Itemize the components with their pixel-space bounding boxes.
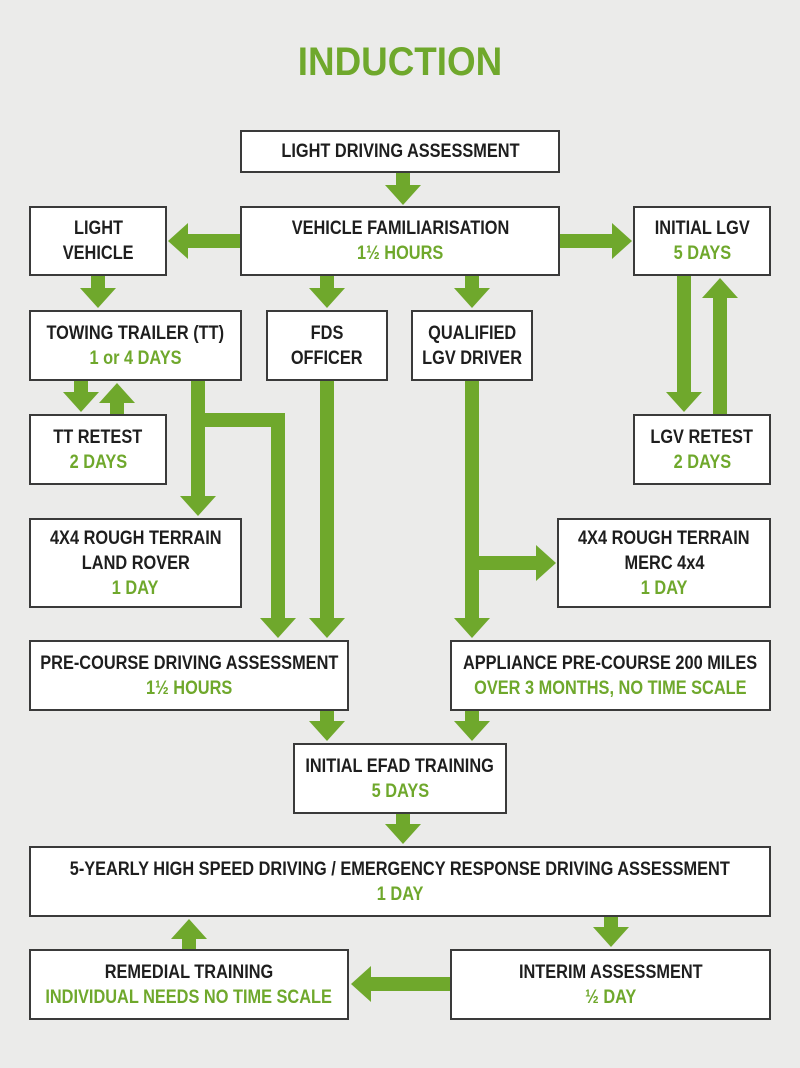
node-initial-efad-training: INITIAL EFAD TRAINING 5 DAYS <box>293 743 507 814</box>
arrow-qualified-lgv-to-merc <box>472 545 556 581</box>
node-label: LGV RETEST <box>650 426 754 448</box>
node-duration: 2 DAYS <box>673 451 731 473</box>
node-label: LGV DRIVER <box>422 347 522 369</box>
node-rough-terrain-merc: 4X4 ROUGH TERRAIN MERC 4x4 1 DAY <box>557 518 771 608</box>
node-label: FDS <box>310 322 344 344</box>
arrow-remedial-to-five-yearly <box>171 919 207 949</box>
connector-towing-trailer-branch <box>198 413 285 427</box>
arrow-light-vehicle-to-towing-trailer <box>80 276 116 308</box>
node-lgv-retest: LGV RETEST 2 DAYS <box>633 414 771 485</box>
node-qualified-lgv-driver: QUALIFIED LGV DRIVER <box>411 310 533 381</box>
node-label: INITIAL LGV <box>654 218 750 239</box>
node-towing-trailer: TOWING TRAILER (TT) 1 or 4 DAYS <box>29 310 242 381</box>
arrow-familiarisation-to-initial-lgv <box>560 223 632 259</box>
node-tt-retest: TT RETEST 2 DAYS <box>29 414 167 485</box>
node-label: INITIAL EFAD TRAINING <box>305 755 495 777</box>
node-duration: 5 DAYS <box>371 780 429 802</box>
node-label: VEHICLE FAMILIARISATION <box>291 218 509 239</box>
node-duration: 1 or 4 DAYS <box>89 347 182 369</box>
arrow-pre-course-to-efad <box>309 711 345 741</box>
arrow-familiarisation-to-qualified-lgv <box>454 276 490 308</box>
node-label: OFFICER <box>291 347 363 369</box>
node-duration: 1 DAY <box>640 577 688 599</box>
node-duration: 1 DAY <box>376 883 424 905</box>
arrow-towing-trailer-to-tt-retest <box>63 381 99 412</box>
arrow-towing-trailer-to-land-rover <box>180 381 216 516</box>
node-label: REMEDIAL TRAINING <box>104 961 274 983</box>
node-duration: 2 DAYS <box>69 451 127 473</box>
node-label: TT RETEST <box>53 426 143 448</box>
node-label: LAND ROVER <box>81 552 190 574</box>
arrow-appliance-to-efad <box>454 711 490 741</box>
arrow-familiarisation-to-light-vehicle <box>168 223 240 259</box>
node-label: 5-YEARLY HIGH SPEED DRIVING / EMERGENCY … <box>69 858 731 880</box>
diagram-title: INDUCTION <box>297 40 503 84</box>
node-five-yearly-assessment: 5-YEARLY HIGH SPEED DRIVING / EMERGENCY … <box>29 846 771 917</box>
node-duration: INDIVIDUAL NEEDS NO TIME SCALE <box>45 986 333 1008</box>
node-duration: OVER 3 MONTHS, NO TIME SCALE <box>474 677 747 699</box>
node-interim-assessment: INTERIM ASSESSMENT ½ DAY <box>450 949 771 1020</box>
node-initial-lgv: INITIAL LGV 5 DAYS <box>633 206 771 276</box>
arrow-efad-to-five-yearly <box>385 814 421 844</box>
node-label: VEHICLE <box>62 243 134 264</box>
node-duration: 1 DAY <box>112 577 159 599</box>
node-light-driving-assessment: LIGHT DRIVING ASSESSMENT <box>240 130 560 173</box>
node-vehicle-familiarisation: VEHICLE FAMILIARISATION 1½ HOURS <box>240 206 560 276</box>
node-label: TOWING TRAILER (TT) <box>46 322 225 344</box>
arrow-tt-retest-to-towing-trailer <box>99 383 135 414</box>
node-rough-terrain-land-rover: 4X4 ROUGH TERRAIN LAND ROVER 1 DAY <box>29 518 242 608</box>
arrow-five-yearly-to-interim <box>593 917 629 947</box>
arrow-interim-to-remedial <box>351 966 450 1002</box>
arrow-initial-lgv-to-lgv-retest <box>666 276 702 412</box>
arrow-lgv-retest-to-initial-lgv <box>702 278 738 414</box>
node-duration: ½ DAY <box>584 986 637 1008</box>
node-label: LIGHT <box>73 218 123 239</box>
node-fds-officer: FDS OFFICER <box>266 310 388 381</box>
arrow-towing-trailer-to-pre-course <box>260 413 296 638</box>
arrow-light-driving-to-familiarisation <box>385 172 421 205</box>
arrow-familiarisation-to-fds-officer <box>309 276 345 308</box>
arrow-fds-officer-to-pre-course <box>309 381 345 638</box>
node-appliance-pre-course: APPLIANCE PRE-COURSE 200 MILES OVER 3 MO… <box>450 640 771 711</box>
node-label: APPLIANCE PRE-COURSE 200 MILES <box>463 652 758 674</box>
node-label: PRE-COURSE DRIVING ASSESSMENT <box>39 652 339 674</box>
node-label: LIGHT DRIVING ASSESSMENT <box>280 141 520 162</box>
node-duration: 1½ HOURS <box>356 243 444 264</box>
node-label: 4X4 ROUGH TERRAIN <box>49 527 222 549</box>
node-duration: 1½ HOURS <box>145 677 233 699</box>
node-label: QUALIFIED <box>427 322 517 344</box>
node-remedial-training: REMEDIAL TRAINING INDIVIDUAL NEEDS NO TI… <box>29 949 349 1020</box>
node-label: MERC 4x4 <box>624 552 704 574</box>
node-label: 4X4 ROUGH TERRAIN <box>578 527 750 549</box>
node-label: INTERIM ASSESSMENT <box>518 961 703 983</box>
node-duration: 5 DAYS <box>673 243 731 264</box>
arrow-qualified-lgv-to-appliance <box>454 381 490 638</box>
node-pre-course-driving-assessment: PRE-COURSE DRIVING ASSESSMENT 1½ HOURS <box>29 640 349 711</box>
node-light-vehicle: LIGHT VEHICLE <box>29 206 167 276</box>
